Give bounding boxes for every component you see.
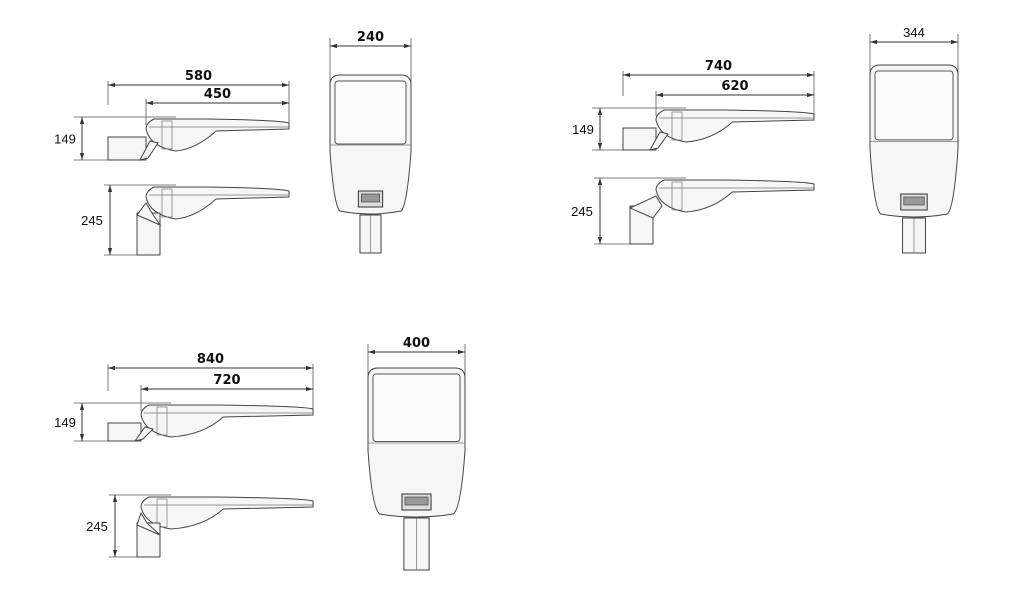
- overall-length-dimension-label: 740: [705, 59, 732, 74]
- top-view: 240: [329, 30, 412, 254]
- body-length-dimension-label: 450: [204, 87, 231, 102]
- optic-window: [334, 80, 407, 145]
- bracket-arm: [139, 140, 159, 161]
- luminaire-side-heatsink: [156, 406, 168, 436]
- side-view-mounting: 840 720 149: [54, 352, 314, 442]
- spigot-arm: [628, 195, 663, 219]
- optic-window: [372, 373, 461, 442]
- variant-1: 580 450 149 245 240: [54, 30, 412, 256]
- width-dimension-label: 344: [903, 25, 925, 40]
- bracket-arm: [649, 131, 669, 151]
- side-height-dimension-label: 149: [54, 415, 76, 430]
- side-entry-bracket: [622, 127, 657, 151]
- luminaire-side-heatsink: [671, 111, 683, 141]
- luminaire-post-heatsink: [671, 181, 683, 211]
- spigot-arm: [136, 511, 161, 536]
- top-view: 400: [367, 336, 466, 571]
- luminaire-post-body: [655, 179, 815, 213]
- luminaire-side-body: [655, 109, 815, 143]
- side-view-post-top: 245: [571, 177, 815, 245]
- side-entry-bracket: [107, 136, 147, 161]
- luminaire-side-heatsink: [161, 120, 173, 150]
- post-height-dimension-label: 245: [86, 519, 108, 534]
- luminaire-side-body: [145, 118, 290, 152]
- clamp-detail: [903, 196, 925, 206]
- width-dimension-label: 400: [403, 336, 430, 351]
- top-view: 344: [869, 25, 959, 254]
- side-view-mounting: 580 450 149: [54, 69, 290, 161]
- spigot-arm: [136, 202, 162, 227]
- post-height-dimension-label: 245: [571, 204, 593, 219]
- overall-length-dimension-label: 840: [197, 352, 224, 367]
- optic-window: [874, 70, 954, 141]
- width-dimension-label: 240: [357, 30, 384, 45]
- luminaire-post-heatsink: [156, 498, 168, 528]
- bracket-arm: [133, 426, 154, 442]
- body-length-dimension-label: 720: [213, 373, 240, 388]
- overall-length-dimension-label: 580: [185, 69, 212, 84]
- side-view-post-top: 245: [81, 184, 290, 256]
- clamp-detail: [361, 193, 380, 203]
- side-view-mounting: 740 620 149: [572, 59, 815, 151]
- luminaire-post-body: [145, 186, 290, 220]
- body-length-dimension-label: 620: [721, 79, 748, 94]
- side-height-dimension-label: 149: [54, 132, 76, 147]
- variant-3: 840 720 149 245 400: [54, 336, 466, 571]
- side-view-post-top: 245: [86, 494, 314, 558]
- post-height-dimension-label: 245: [81, 213, 103, 228]
- side-entry-bracket: [107, 422, 142, 442]
- side-height-dimension-label: 149: [572, 122, 594, 137]
- luminaire-post-heatsink: [161, 188, 173, 218]
- clamp-detail: [404, 496, 429, 506]
- variant-2: 740 620 149 245 344: [571, 25, 959, 254]
